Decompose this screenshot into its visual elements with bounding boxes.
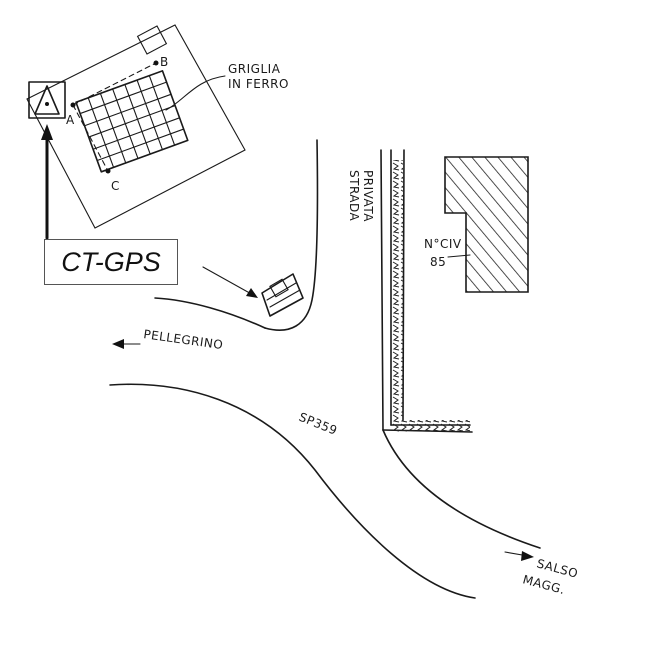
grid-label-line1: GRIGLIA: [228, 62, 281, 76]
civic-number-label-line1: N°CIV: [424, 237, 462, 251]
iron-grid: [75, 70, 189, 173]
hedge-strip-bottom: [392, 420, 470, 432]
private-road-label-line2: PRIVATA: [361, 170, 375, 222]
point-a-label: A: [66, 113, 75, 127]
inset-frame: [26, 24, 246, 229]
arrow-icon: [41, 124, 53, 140]
direction-salso: SALSO MAGG.: [504, 551, 580, 597]
private-road-left-edge: [264, 139, 319, 331]
inset-tab: [136, 25, 168, 55]
hedge-strip: [392, 160, 403, 420]
dashed-line-a-c: [72, 104, 109, 172]
location-arrow: [202, 266, 256, 297]
grid-location-marker: [202, 266, 304, 317]
ct-gps-label-box: CT-GPS: [44, 239, 178, 285]
grid-leader-line: [165, 75, 226, 111]
main-road-upper-edge: [154, 297, 266, 329]
main-road-right-edge: [382, 429, 541, 549]
building: N°CIV 85: [424, 156, 529, 293]
inset-detail: A B C GRIGLIA IN FERRO: [26, 24, 289, 240]
point-c-marker: [105, 168, 111, 174]
building-footprint: [444, 156, 529, 293]
point-b-marker: [153, 60, 159, 66]
road-code-label: SP359: [297, 410, 340, 438]
dashed-line-a-b: [72, 62, 157, 106]
arrow-icon: [521, 551, 534, 561]
benchmark-box: [28, 81, 66, 119]
triangle-with-dot-icon: [34, 85, 60, 115]
direction-pellegrino: PELLEGRINO: [112, 327, 224, 352]
private-road: STRADA PRIVATA: [264, 139, 473, 433]
point-c-label: C: [111, 179, 120, 193]
civic-number-label-line2: 85: [430, 255, 446, 269]
main-road-lower-edge: [109, 383, 476, 599]
private-road-label-line1: STRADA: [347, 170, 361, 222]
pellegrino-label: PELLEGRINO: [143, 327, 225, 352]
arrow-icon: [112, 339, 124, 349]
grid-label-line2: IN FERRO: [228, 77, 289, 91]
point-a-marker: [70, 102, 76, 108]
point-b-label: B: [160, 55, 169, 69]
ct-gps-label: CT-GPS: [61, 246, 161, 277]
